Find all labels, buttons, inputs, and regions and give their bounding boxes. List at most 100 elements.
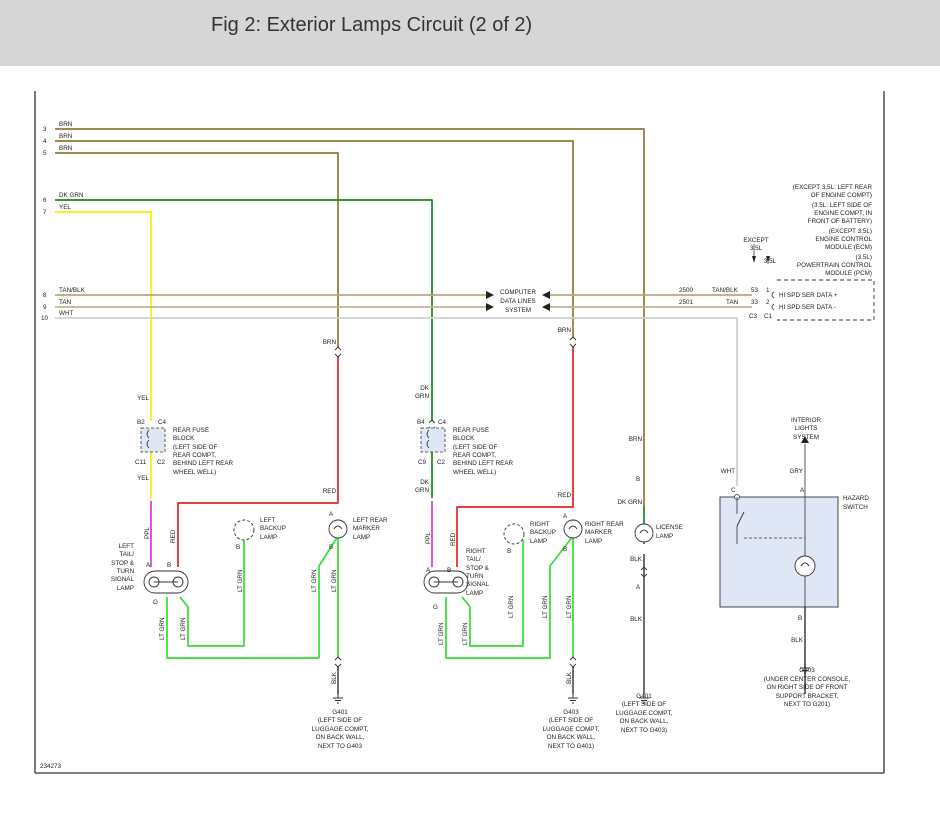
right-marker-3: LAMP xyxy=(585,538,602,545)
ecm-wire-tanblk: TAN/BLK xyxy=(712,287,739,294)
conn-c4-left: C4 xyxy=(158,419,167,426)
wire-label-tanblk: TAN/BLK xyxy=(59,287,86,294)
wire-label-blk-license-2: BLK xyxy=(630,616,643,623)
conn-c2-right: C2 xyxy=(437,459,446,466)
left-marker-1: LEFT REAR xyxy=(353,517,388,524)
g401b-4: ON BACK WALL, xyxy=(620,718,669,725)
wire-label-dkgrn: DK GRN xyxy=(59,192,84,199)
wire-label-dk-left: DK xyxy=(420,385,430,392)
diagram-frame xyxy=(34,91,885,774)
ecm-pcm-module xyxy=(753,244,875,321)
license-lamp xyxy=(634,523,654,543)
right-tail-5: SIGNAL xyxy=(466,581,490,588)
wire-label-dkgrn-license: DK GRN xyxy=(618,499,643,506)
wire-label-ltgrn-10: LT GRN xyxy=(566,595,573,618)
left-tail-lamp xyxy=(143,570,189,594)
wire-label-blk-hazard: BLK xyxy=(791,637,804,644)
right-tail-6: LAMP xyxy=(466,590,483,597)
g401a-5: NEXT TO G403 xyxy=(318,743,363,750)
g203-1: G203 xyxy=(799,667,815,674)
wire-label-ltgrn-7: LT GRN xyxy=(462,622,469,645)
wire-ltgrn-left xyxy=(179,540,245,647)
fuse-left-3: (LEFT SIDE OF xyxy=(173,444,217,451)
wire-label-ppl-left: PPL xyxy=(144,527,151,539)
wire-label-tan: TAN xyxy=(59,299,72,306)
g401b-1: G401 xyxy=(636,693,652,700)
g203-5: NEXT TO G201) xyxy=(784,701,830,708)
g403-1: G403 xyxy=(563,709,579,716)
left-tail-2: TAIL/ xyxy=(119,551,134,558)
wire-label-red-left: RED xyxy=(323,488,337,495)
computer-data-line3: SYSTEM xyxy=(505,307,531,314)
ecm-desc-5: FRONT OF BATTERY) xyxy=(808,218,872,225)
right-backup-1: RIGHT xyxy=(530,521,550,528)
wire-label-yel-upper: YEL xyxy=(137,395,149,402)
wire-label-brn-3: BRN xyxy=(59,145,73,152)
ecm-except-35: 3.5L xyxy=(750,245,763,252)
ecm-pin-53: 53 xyxy=(751,287,759,294)
fuse-left-5: BEHIND LEFT REAR xyxy=(173,460,234,467)
pin-6: 6 xyxy=(43,197,47,204)
wire-label-ltgrn-1: LT GRN xyxy=(237,569,244,592)
left-tail-4: TURN xyxy=(117,568,135,575)
fuse-left-1: REAR FUSE xyxy=(173,427,209,434)
wire-label-brn-right: BRN xyxy=(558,327,572,334)
left-backup-pin-b: B xyxy=(236,544,240,551)
ecm-desc-2: OF ENGINE COMPT) xyxy=(811,192,872,199)
right-tail-3: STOP & xyxy=(466,565,490,572)
wire-label-ltgrn-6: LT GRN xyxy=(438,622,445,645)
ecm-desc-11: MODULE (PCM) xyxy=(825,270,872,277)
conn-c9: C9 xyxy=(418,459,427,466)
wire-brn-license xyxy=(55,128,645,506)
inline-connectors xyxy=(334,336,648,668)
ecm-hi-spd-neg: HI SPD SER DATA - xyxy=(779,304,836,311)
wiring-diagram-svg: 3 4 5 6 7 8 9 10 BRN BRN BRN DK GRN YEL … xyxy=(34,91,885,774)
pin-4: 4 xyxy=(43,138,47,145)
figure-title: Fig 2: Exterior Lamps Circuit (2 of 2) xyxy=(211,14,533,36)
wire-label-grn-left: GRN xyxy=(415,393,429,400)
wire-label-ltgrn-4: LT GRN xyxy=(159,617,166,640)
ecm-35: 3.5L xyxy=(764,258,777,265)
circuit-2500: 2500 xyxy=(679,287,694,294)
wire-label-brn-left: BRN xyxy=(323,339,337,346)
figure-header: Fig 2: Exterior Lamps Circuit (2 of 2) xyxy=(0,0,940,66)
fuse-left-6: WHEEL WELL) xyxy=(173,469,216,476)
fuse-right-1: REAR FUSE xyxy=(453,427,489,434)
arrowheads xyxy=(486,256,809,443)
wire-label-brn-license: BRN xyxy=(629,436,643,443)
fuse-left-2: BLOCK xyxy=(173,435,195,442)
right-tail-2: TAIL/ xyxy=(466,556,481,563)
wire-yel xyxy=(55,211,152,421)
ecm-c1: C1 xyxy=(764,313,773,320)
wire-label-ltgrn-9: LT GRN xyxy=(542,595,549,618)
ecm-wire-tan: TAN xyxy=(726,299,739,306)
left-tail-pin-g: G xyxy=(153,599,158,606)
left-tail-pin-a: A xyxy=(146,562,151,569)
ecm-pin-33: 33 xyxy=(751,299,759,306)
g203-2: (UNDER CENTER CONSOLE, xyxy=(764,676,851,683)
pin-5: 5 xyxy=(43,150,47,157)
wire-brn-right-marker xyxy=(55,140,574,338)
g203-3: ON RIGHT SIDE OF FRONT xyxy=(766,684,847,691)
left-tail-1: LEFT xyxy=(119,543,135,550)
wire-label-wht: WHT xyxy=(59,310,73,317)
left-backup-lamp xyxy=(233,519,255,541)
ecm-desc-8: MODULE (ECM) xyxy=(825,244,872,251)
fuse-right-4: REAR COMPT, xyxy=(453,452,496,459)
hazard-2: SWITCH xyxy=(843,504,868,511)
wire-red-left xyxy=(177,356,339,567)
right-backup-2: BACKUP xyxy=(530,529,556,536)
interior-1: INTERIOR xyxy=(791,417,822,424)
wire-brn-left-marker xyxy=(55,152,339,348)
pin-3: 3 xyxy=(43,126,47,133)
hazard-switch xyxy=(719,494,839,608)
left-tail-6: LAMP xyxy=(117,585,134,592)
pin-9: 9 xyxy=(43,304,47,311)
left-tail-5: SIGNAL xyxy=(111,576,135,583)
right-backup-lamp xyxy=(503,523,525,545)
fuse-right-5: BEHIND LEFT REAR xyxy=(453,460,514,467)
right-marker-2: MARKER xyxy=(585,529,612,536)
interior-3: SYSTEM xyxy=(793,434,819,441)
right-marker-lamp xyxy=(563,519,583,539)
ecm-desc-7: ENGINE CONTROL xyxy=(815,236,872,243)
